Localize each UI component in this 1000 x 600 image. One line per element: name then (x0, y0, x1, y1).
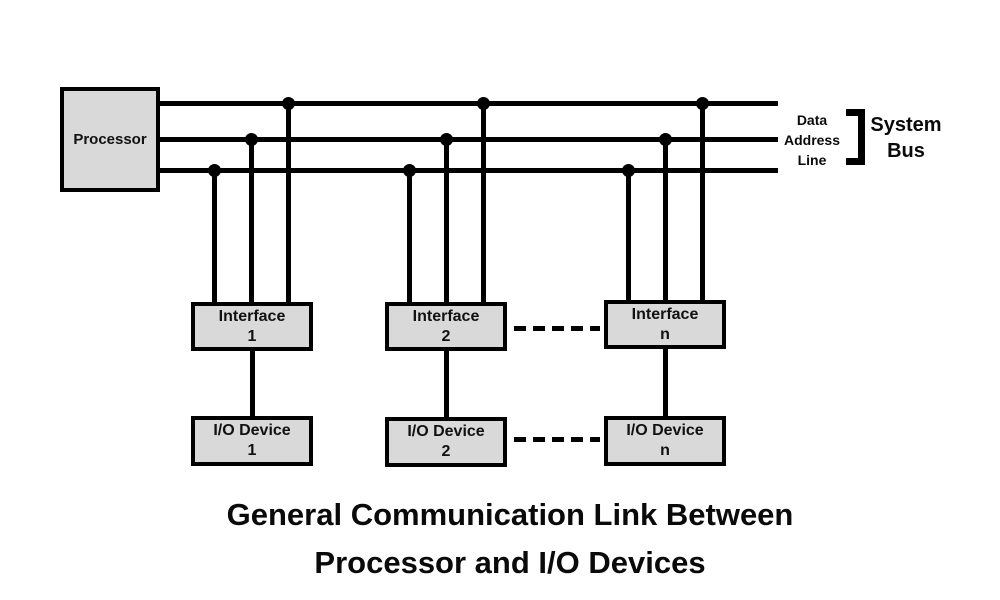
interface-2-title: Interface (412, 307, 480, 325)
io-device-2-title: I/O Device (407, 423, 485, 440)
bus-line-data (160, 101, 778, 106)
interface-1-title: Interface (218, 307, 286, 325)
io-device-2-index: 2 (441, 443, 451, 460)
caption-line-2: Processor and I/O Devices (314, 545, 706, 580)
system-bus-label-line1: System (870, 114, 942, 136)
drop-line-col1-data (286, 101, 291, 302)
drop-line-col2-address (444, 137, 449, 302)
diagram-caption: General Communication Link Between Proce… (10, 491, 1000, 587)
io-device-n-box: I/O Device n (604, 416, 726, 466)
bus-line-address (160, 137, 778, 142)
drop-line-coln-line (626, 168, 631, 300)
interface-n-title: Interface (631, 305, 699, 323)
connector-interface1-device1 (250, 350, 255, 417)
connector-interface2-device2 (444, 350, 449, 418)
interface-1-box: Interface 1 (191, 302, 313, 351)
processor-label: Processor (73, 131, 147, 148)
connector-interfacen-devicen (663, 348, 668, 417)
junction-dot (659, 133, 672, 146)
drop-line-col2-data (481, 101, 486, 302)
drop-line-coln-data (700, 101, 705, 300)
drop-line-col1-address (249, 137, 254, 302)
bus-label-line: Line (797, 152, 827, 168)
bus-line-line (160, 168, 778, 173)
io-device-1-index: 1 (247, 442, 257, 459)
junction-dot (245, 133, 258, 146)
system-bus-label-line2: Bus (887, 140, 925, 162)
system-bus-bracket-icon (846, 109, 865, 165)
processor-box: Processor (60, 87, 160, 192)
bus-label-data: Data (796, 112, 828, 128)
junction-dot (477, 97, 490, 110)
junction-dot (282, 97, 295, 110)
io-device-1-box: I/O Device 1 (191, 416, 313, 466)
interface-n-box: Interface n (604, 300, 726, 349)
bus-label-address: Address (783, 132, 841, 148)
io-device-1-title: I/O Device (213, 422, 291, 439)
junction-dot (622, 164, 635, 177)
interface-n-index: n (660, 325, 670, 343)
junction-dot (403, 164, 416, 177)
junction-dot (696, 97, 709, 110)
drop-line-col2-line (407, 168, 412, 302)
junction-dot (440, 133, 453, 146)
caption-line-1: General Communication Link Between (226, 497, 794, 532)
dashed-connector-devices (514, 437, 600, 442)
interface-2-box: Interface 2 (385, 302, 507, 351)
io-device-n-index: n (660, 442, 670, 459)
io-device-2-box: I/O Device 2 (385, 417, 507, 467)
dashed-connector-interfaces (514, 326, 600, 331)
io-device-n-title: I/O Device (626, 422, 704, 439)
junction-dot (208, 164, 221, 177)
interface-1-index: 1 (247, 327, 257, 345)
bus-line-labels: Data Address Line (780, 110, 844, 170)
drop-line-col1-line (212, 168, 217, 302)
system-bus-label: System Bus (866, 112, 946, 164)
drop-line-coln-address (663, 137, 668, 300)
interface-2-index: 2 (441, 327, 451, 345)
